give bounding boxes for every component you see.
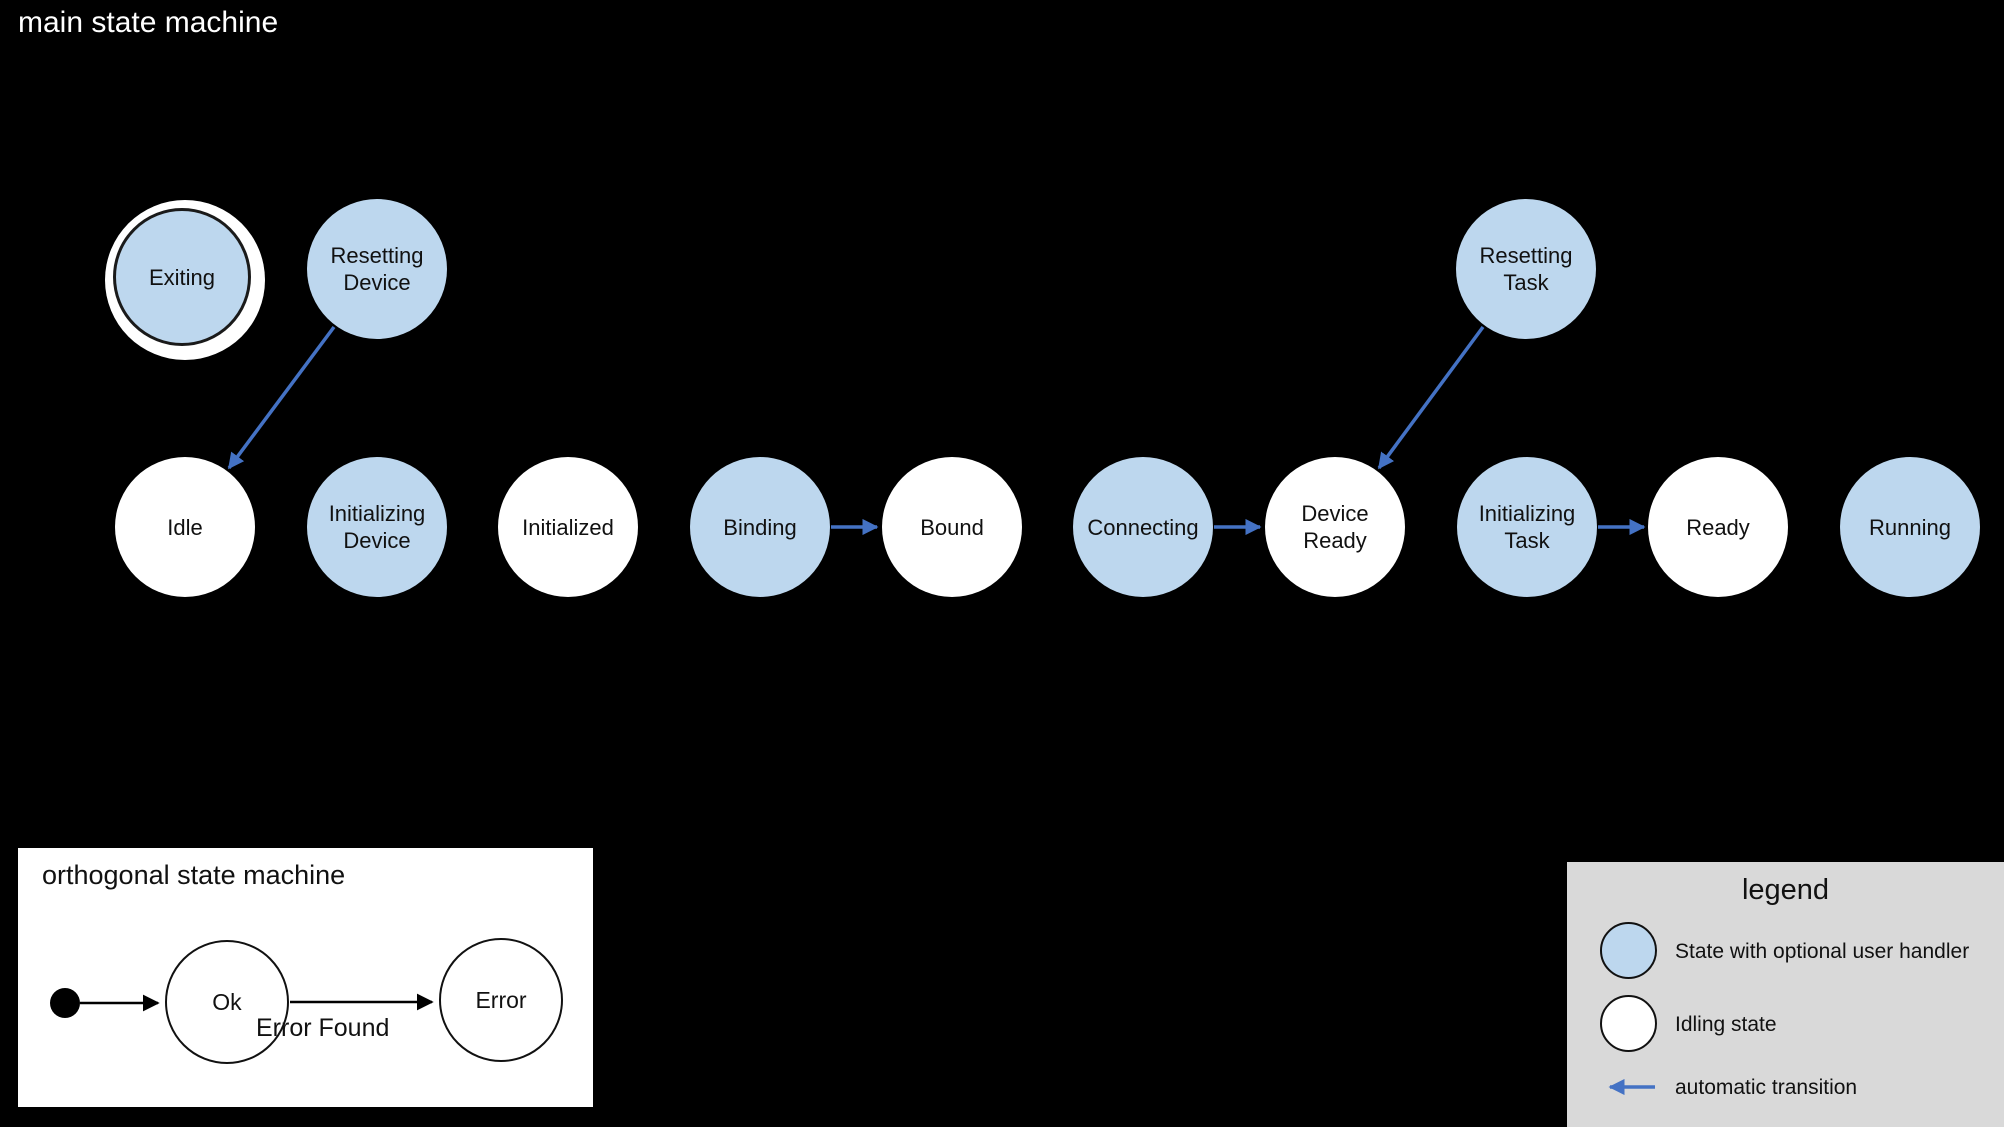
transition-label-error-found: Error Found	[256, 1014, 390, 1042]
state-connecting: Connecting	[1073, 457, 1213, 597]
state-label: Idle	[167, 514, 203, 540]
state-resetting-device: Resetting Device	[307, 199, 447, 339]
state-device-ready: Device Ready	[1265, 457, 1405, 597]
state-binding: Binding	[690, 457, 830, 597]
main-diagram-title: main state machine	[18, 6, 279, 39]
state-label: Binding	[723, 514, 797, 540]
state-label: Device Ready	[1301, 501, 1369, 553]
state-label: Initializing Task	[1478, 501, 1576, 553]
state-label: Ready	[1686, 514, 1750, 540]
state-label: Running	[1869, 514, 1951, 540]
state-label: Connecting	[1087, 514, 1199, 540]
legend-panel: legend State with optional user handler …	[1567, 862, 2004, 1127]
state-label: Resetting Device	[330, 243, 424, 295]
state-resetting-task: Resetting Task	[1456, 199, 1596, 339]
transition-arrow-resetting-device-to-idle	[227, 325, 336, 470]
legend-title: legend	[1741, 874, 1830, 906]
state-error: Error	[439, 938, 563, 1062]
legend-handler-state-icon	[1600, 922, 1657, 979]
state-initializing-task: Initializing Task	[1457, 457, 1597, 597]
state-exiting: Exiting	[113, 208, 251, 346]
state-label: Bound	[920, 514, 984, 540]
orthogonal-machine-title: orthogonal state machine	[42, 860, 346, 890]
state-label: Initializing Device	[328, 501, 426, 553]
transition-arrow-resetting-task-to-device-ready	[1377, 325, 1485, 470]
state-ready: Ready	[1648, 457, 1788, 597]
state-idle: Idle	[115, 457, 255, 597]
legend-label-idling: Idling state	[1675, 1013, 1777, 1036]
state-exiting-final-ring: Exiting	[105, 200, 265, 360]
legend-arrow-layer	[1608, 1078, 1655, 1096]
state-label: Error	[475, 986, 527, 1013]
state-bound: Bound	[882, 457, 1022, 597]
legend-idling-state-icon	[1600, 995, 1657, 1052]
state-label: Resetting Task	[1479, 243, 1573, 295]
legend-label-automatic-transition: automatic transition	[1675, 1076, 1858, 1099]
orthogonal-machine-panel: orthogonal state machine Ok Error Error …	[18, 848, 593, 1107]
state-ok: Ok	[165, 940, 289, 1064]
state-label: Exiting	[148, 264, 216, 290]
initial-state-dot	[50, 988, 80, 1018]
orthogonal-transitions-layer	[80, 993, 434, 1012]
state-label: Ok	[212, 988, 242, 1015]
state-initialized: Initialized	[498, 457, 638, 597]
legend-label-handler: State with optional user handler	[1675, 940, 1970, 963]
state-running: Running	[1840, 457, 1980, 597]
state-label: Initialized	[522, 514, 614, 540]
state-initializing-device: Initializing Device	[307, 457, 447, 597]
